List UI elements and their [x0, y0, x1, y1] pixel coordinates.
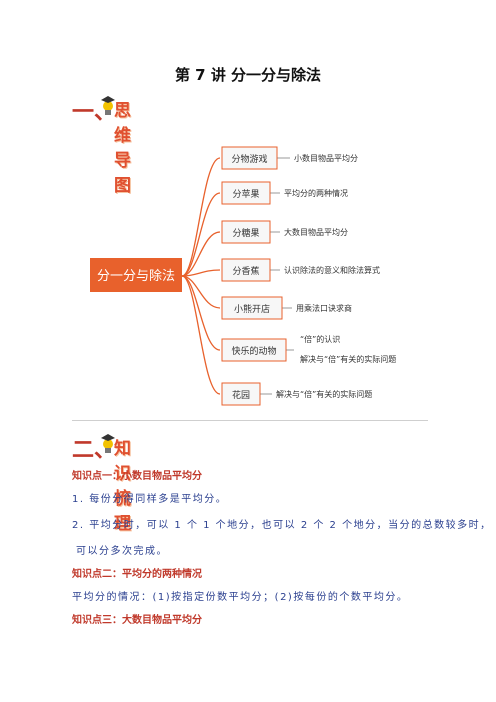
section-label: 思维导图 [114, 101, 132, 196]
branch-note: 平均分的两种情况 [284, 188, 348, 198]
mind-map: 分一分与除法 分物游戏 小数目物品平均分 分苹果 平均分的两种情况 分糖果 大数… [90, 146, 396, 406]
knowledge-text: 可以分多次完成。 [76, 546, 168, 557]
svg-text:分苹果: 分苹果 [232, 188, 259, 200]
knowledge-text: 1. 每份分得同样多是平均分。 [72, 494, 228, 505]
grad-cap-icon [101, 96, 115, 103]
knowledge-text: 2. 平均分时，可以 1 个 1 个地分，也可以 2 个 2 个地分，当分的总数… [72, 520, 492, 531]
branch-node-1: 分物游戏 [221, 146, 278, 170]
branch-node-6: 快乐的动物 [221, 338, 287, 362]
svg-text:花园: 花园 [232, 389, 250, 401]
branch-note: 解决与“倍”有关的实际问题 [300, 354, 396, 364]
branch-note: 解决与“倍”有关的实际问题 [276, 389, 372, 399]
branch-note: 小数目物品平均分 [294, 153, 358, 163]
branch-note: 用乘法口诀求商 [296, 303, 352, 313]
svg-text:分物游戏: 分物游戏 [231, 153, 267, 165]
svg-text:分香蕉: 分香蕉 [232, 265, 259, 277]
section-label: 知识梳理 [114, 439, 132, 534]
knowledge-text: 平均分的情况：(1)按指定份数平均分；(2)按每份的个数平均分。 [72, 592, 409, 603]
page-title: 第 7 讲 分一分与除法 [174, 66, 322, 84]
knowledge-point-title: 知识点二：平均分的两种情况 [72, 569, 202, 580]
branch-note: 大数目物品平均分 [284, 227, 348, 237]
branch-node-5: 小熊开店 [221, 296, 283, 320]
knowledge-point-title: 知识点三：大数目物品平均分 [72, 615, 202, 626]
svg-text:小熊开店: 小熊开店 [234, 303, 270, 315]
branch-node-4: 分香蕉 [221, 258, 271, 282]
svg-text:快乐的动物: 快乐的动物 [231, 345, 276, 357]
section-divider [72, 420, 428, 421]
grad-cap-icon [101, 434, 115, 441]
svg-text:分糖果: 分糖果 [232, 227, 259, 239]
branch-note: “倍”的认识 [300, 334, 340, 344]
branch-note: 认识除法的意义和除法算式 [284, 265, 380, 275]
branch-node-7: 花园 [221, 382, 261, 406]
branch-node-3: 分糖果 [221, 220, 271, 244]
branch-node-2: 分苹果 [221, 181, 271, 205]
svg-text:分一分与除法: 分一分与除法 [97, 269, 175, 284]
bulb-icon [101, 434, 115, 453]
center-node: 分一分与除法 [90, 258, 182, 292]
knowledge-point-title: 知识点一：小数目物品平均分 [72, 471, 202, 482]
bulb-icon [101, 96, 115, 115]
